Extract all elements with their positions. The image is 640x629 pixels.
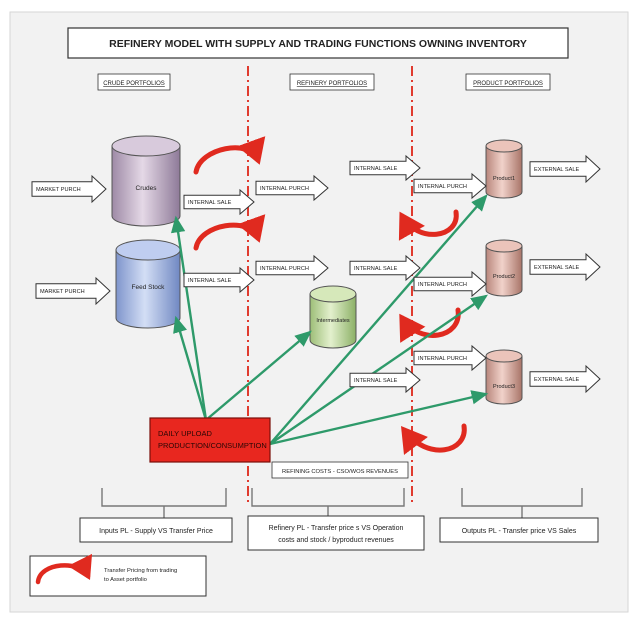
product2-tank-label: Product2 xyxy=(493,274,515,280)
internal-sale-arrow-ref-3-label: INTERNAL SALE xyxy=(354,378,398,384)
legend-box xyxy=(29,555,207,597)
internal-purch-arrow-prod-3-label: INTERNAL PURCH xyxy=(418,356,467,362)
internal-sale-arrow-ref-1-label: INTERNAL SALE xyxy=(354,166,398,172)
daily-upload-line1: DAILY UPLOAD xyxy=(158,429,212,438)
internal-sale-arrow-crude: INTERNAL SALE xyxy=(183,188,255,216)
product-portfolios-box xyxy=(465,73,551,91)
internal-sale-arrow-ref-3: INTERNAL SALE xyxy=(349,366,421,394)
internal-sale-arrow-feed: INTERNAL SALE xyxy=(183,266,255,294)
product1-tank-label: Product1 xyxy=(493,176,515,182)
legend-transfer-icon xyxy=(35,553,92,585)
internal-purch-arrow-ref-1: INTERNAL PURCH xyxy=(255,174,329,202)
diagram-title: REFINERY MODEL WITH SUPPLY AND TRADING F… xyxy=(109,38,527,50)
feed-stock-tank: Feed Stock xyxy=(115,239,181,329)
transfer-arrow-feed xyxy=(193,214,266,251)
crude-portfolios-box xyxy=(97,73,171,91)
internal-purch-arrow-ref-2-label: INTERNAL PURCH xyxy=(260,266,309,272)
product-portfolios-label: PRODUCT PORTFOLIOS xyxy=(473,81,543,87)
daily-upload-box xyxy=(149,417,271,463)
external-sale-arrow-prod-3: EXTERNAL SALE xyxy=(529,364,601,394)
internal-sale-arrow-crude-label: INTERNAL SALE xyxy=(188,200,232,206)
inputs-summary-box xyxy=(79,517,233,543)
product1-tank: Product1 xyxy=(485,139,523,199)
product2-tank: Product2 xyxy=(485,239,523,297)
external-sale-arrow-prod-2-label: EXTERNAL SALE xyxy=(534,265,579,271)
flow-to-crude xyxy=(170,215,208,421)
feed-stock-tank-label: Feed Stock xyxy=(132,284,166,291)
daily-upload-line2: PRODUCTION/CONSUMPTION xyxy=(158,441,267,450)
flow-to-product1 xyxy=(269,194,488,445)
title-box xyxy=(67,27,569,59)
transfer-arrow-product2 xyxy=(399,307,461,343)
market-purch-arrow-crude: MARKET PURCH xyxy=(31,174,107,204)
intermediates-tank-label: Intermediates xyxy=(316,318,350,324)
brackets xyxy=(101,488,583,518)
internal-purch-arrow-ref-1-label: INTERNAL PURCH xyxy=(260,186,309,192)
transfer-arrow-product3 xyxy=(400,423,467,455)
outputs-summary-box xyxy=(439,517,599,543)
crude-tank-label: Crudes xyxy=(136,185,158,192)
internal-purch-arrow-prod-2-label: INTERNAL PURCH xyxy=(418,282,467,288)
internal-purch-arrow-prod-3: INTERNAL PURCH xyxy=(413,344,487,372)
internal-sale-arrow-feed-label: INTERNAL SALE xyxy=(188,278,232,284)
refinery-portfolios-box xyxy=(289,73,375,91)
block-arrows: MARKET PURCH MARKET PURCH INTERNAL SALE INT… xyxy=(31,154,601,394)
internal-purch-arrow-prod-1-label: INTERNAL PURCH xyxy=(418,184,467,190)
external-sale-arrow-prod-3-label: EXTERNAL SALE xyxy=(534,377,579,383)
internal-sale-arrow-ref-1: INTERNAL SALE xyxy=(349,154,421,182)
flow-to-product2 xyxy=(269,294,488,445)
refinery-portfolios-label: REFINERY PORTFOLIOS xyxy=(297,81,367,87)
market-purch-arrow-feed: MARKET PURCH xyxy=(35,276,111,306)
refining-costs-box xyxy=(271,461,409,479)
market-purch-arrow-crude-label: MARKET PURCH xyxy=(36,187,81,193)
internal-sale-arrow-ref-2-label: INTERNAL SALE xyxy=(354,266,398,272)
refinery-summary-line2: costs and stock / byproduct revenues xyxy=(278,537,394,544)
legend-line1: Transfer Pricing from trading xyxy=(104,568,177,574)
refining-costs-label: REFINING COSTS - CSO/WOS REVENUES xyxy=(282,469,398,475)
crude-tank: Crudes xyxy=(111,135,181,227)
intermediates-tank: Intermediates xyxy=(309,285,357,349)
internal-purch-arrow-ref-2: INTERNAL PURCH xyxy=(255,254,329,282)
internal-purch-arrow-prod-2: INTERNAL PURCH xyxy=(413,270,487,298)
inputs-summary: Inputs PL - Supply VS Transfer Price xyxy=(99,528,213,535)
legend-line2: to Asset portfolio xyxy=(104,577,147,583)
external-sale-arrow-prod-1: EXTERNAL SALE xyxy=(529,154,601,184)
external-sale-arrow-prod-1-label: EXTERNAL SALE xyxy=(534,167,579,173)
transfer-arrow-crude xyxy=(193,136,266,175)
internal-purch-arrow-prod-1: INTERNAL PURCH xyxy=(413,172,487,200)
crude-portfolios-label: CRUDE PORTFOLIOS xyxy=(103,81,165,87)
refinery-summary-box xyxy=(247,515,425,551)
product3-tank-label: Product3 xyxy=(493,384,515,390)
flow-to-intermediates xyxy=(205,330,312,421)
transfer-arrow-product1 xyxy=(398,209,459,241)
flow-to-feed xyxy=(173,315,208,421)
product3-tank: Product3 xyxy=(485,349,523,405)
flow-to-product3 xyxy=(269,390,489,446)
refinery-summary-line1: Refinery PL - Transfer price s VS Operat… xyxy=(269,525,404,532)
internal-sale-arrow-ref-2: INTERNAL SALE xyxy=(349,254,421,282)
external-sale-arrow-prod-2: EXTERNAL SALE xyxy=(529,252,601,282)
market-purch-arrow-feed-label: MARKET PURCH xyxy=(40,289,85,295)
outputs-summary: Outputs PL - Transfer price VS Sales xyxy=(462,528,577,535)
